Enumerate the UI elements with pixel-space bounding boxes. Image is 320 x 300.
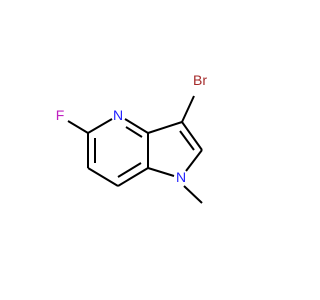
atom-label-fluorine: F: [56, 107, 65, 123]
bond-c2-n1: [185, 149, 203, 172]
bond-c7-c6: [117, 167, 149, 187]
atom-label-pyrrole-nitrogen: N: [176, 169, 186, 185]
bond-n1-c7: [147, 167, 175, 177]
bond-n-c3a: [124, 118, 149, 134]
molecule-structure: Br F N N: [56, 72, 207, 204]
atom-label-bromine: Br: [193, 72, 207, 88]
bond-c4-n: [87, 118, 113, 134]
bond-c3-c2-inner: [179, 130, 195, 151]
bond-c3a-c3: [147, 121, 183, 134]
molecule-canvas: Br F N N: [55, 72, 208, 204]
bond-n1-methyl: [183, 185, 203, 204]
bond-c5-f: [67, 120, 89, 134]
bond-c6-c5: [87, 167, 119, 187]
atom-label-pyridine-nitrogen: N: [113, 107, 123, 123]
bond-c7-c6-inner: [117, 162, 142, 178]
bond-n-c3a-inner: [125, 126, 143, 138]
bond-c3-br: [181, 95, 195, 123]
bond-c3-c2: [181, 121, 203, 151]
